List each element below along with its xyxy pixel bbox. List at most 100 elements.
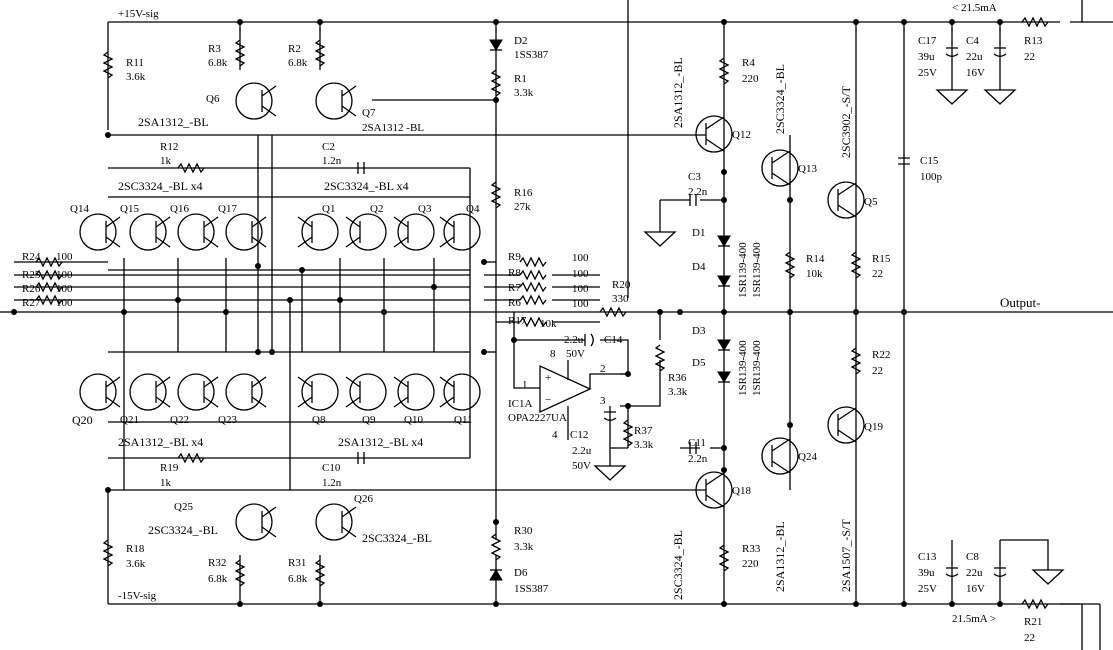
transistor-q3 bbox=[393, 213, 435, 251]
q12-part: 2SA1312_-BL bbox=[671, 57, 685, 128]
transistor-q24 bbox=[761, 437, 799, 475]
r25-value: 100 bbox=[56, 269, 73, 281]
d1-ref: D1 bbox=[692, 227, 705, 239]
r20-value: 330 bbox=[612, 293, 629, 305]
c10-ref: C10 bbox=[322, 462, 341, 474]
r6-ref: R6 bbox=[508, 297, 521, 309]
upper-left-array-part: 2SC3324_-BL x4 bbox=[118, 179, 203, 193]
lower-left-array-part: 2SA1312_-BL x4 bbox=[118, 435, 203, 449]
r24-value: 100 bbox=[56, 251, 73, 263]
c13-ref: C13 bbox=[918, 551, 937, 563]
q2-ref: Q2 bbox=[370, 203, 383, 215]
r8-value: 100 bbox=[572, 268, 589, 280]
svg-text:+: + bbox=[545, 372, 551, 384]
q16-ref: Q16 bbox=[170, 203, 189, 215]
q15-ref: Q15 bbox=[120, 203, 139, 215]
r1-ref: R1 bbox=[514, 73, 527, 85]
rail-negative-label: -15V-sig bbox=[118, 590, 157, 602]
q14-ref: Q14 bbox=[70, 203, 89, 215]
opamp-part: OPA2227UA bbox=[508, 412, 567, 424]
transistor-q5 bbox=[827, 181, 865, 219]
transistor-q18 bbox=[695, 471, 733, 509]
transistor-q17 bbox=[225, 213, 267, 251]
d5-ref: D5 bbox=[692, 357, 706, 369]
r16-value: 27k bbox=[514, 201, 531, 213]
q8-ref: Q8 bbox=[312, 414, 326, 426]
q19-ref: Q19 bbox=[864, 421, 883, 433]
c17-voltage: 25V bbox=[918, 67, 937, 79]
c8-ref: C8 bbox=[966, 551, 979, 563]
r31-value: 6.8k bbox=[288, 573, 308, 585]
current-top-label: < 21.5mA bbox=[952, 2, 997, 14]
d2-ref: D2 bbox=[514, 35, 527, 47]
transistor-q14 bbox=[79, 213, 121, 251]
q24-part: 2SA1312_-BL bbox=[773, 521, 787, 592]
c17-ref: C17 bbox=[918, 35, 937, 47]
q25-ref: Q25 bbox=[174, 501, 193, 513]
r33-ref: R33 bbox=[742, 543, 761, 555]
transistor-q6 bbox=[235, 82, 277, 120]
q11-ref: Q11 bbox=[454, 414, 473, 426]
d4-ref: D4 bbox=[692, 261, 706, 273]
opamp-ref: IC1A bbox=[508, 398, 533, 410]
q5-ref: Q5 bbox=[864, 196, 878, 208]
transistor-q9 bbox=[345, 373, 387, 411]
transistor-q12 bbox=[695, 115, 733, 153]
rotated-labels: 2SA1312_-BL 2SC3324_-BL 2SC3902_-S/T 1SR… bbox=[671, 57, 853, 600]
transistor-q26 bbox=[315, 503, 357, 541]
r31-ref: R31 bbox=[288, 557, 306, 569]
transistor-q15 bbox=[129, 213, 171, 251]
q19-part: 2SA1507_-S/T bbox=[839, 519, 853, 592]
r25-ref: R25 bbox=[22, 269, 41, 281]
r3-ref: R3 bbox=[208, 43, 221, 55]
junction-dots bbox=[11, 19, 1003, 607]
r7-ref: R7 bbox=[508, 282, 521, 294]
q1-ref: Q1 bbox=[322, 203, 335, 215]
transistor-q10 bbox=[393, 373, 435, 411]
opamp-symbol: +− bbox=[539, 360, 600, 414]
r33-value: 220 bbox=[742, 558, 759, 570]
r32-value: 6.8k bbox=[208, 573, 228, 585]
r13-value: 22 bbox=[1024, 51, 1035, 63]
c14-value: 2.2u bbox=[564, 334, 584, 346]
q24-ref: Q24 bbox=[798, 451, 817, 463]
r20-ref: R20 bbox=[612, 279, 631, 291]
c14-voltage: 50V bbox=[566, 348, 585, 360]
d2-part: 1SS387 bbox=[514, 49, 549, 61]
r12-value: 1k bbox=[160, 155, 172, 167]
r19-ref: R19 bbox=[160, 462, 179, 474]
r17-value: 10k bbox=[540, 318, 557, 330]
labels: +15V-sig -15V-sig < 21.5mA 21.5mA > Outp… bbox=[22, 2, 1043, 644]
q17-ref: Q17 bbox=[218, 203, 237, 215]
transistor-symbols bbox=[79, 82, 865, 541]
c12-value: 2.2u bbox=[572, 445, 592, 457]
r11-value: 3.6k bbox=[126, 71, 146, 83]
c2-ref: C2 bbox=[322, 141, 335, 153]
d5-part: 1SR139-400 bbox=[751, 340, 763, 396]
d1-part: 1SR139-400 bbox=[737, 242, 749, 298]
c8-voltage: 16V bbox=[966, 583, 985, 595]
r16-ref: R16 bbox=[514, 187, 533, 199]
q23-ref: Q23 bbox=[218, 414, 237, 426]
c4-voltage: 16V bbox=[966, 67, 985, 79]
d3-ref: D3 bbox=[692, 325, 706, 337]
q12-ref: Q12 bbox=[732, 129, 751, 141]
r26-ref: R26 bbox=[22, 283, 41, 295]
q18-part: 2SC3324_-BL bbox=[671, 530, 685, 600]
r26-value: 100 bbox=[56, 283, 73, 295]
transistor-q4 bbox=[439, 213, 481, 251]
opamp-pin1: 1 bbox=[522, 379, 528, 391]
transistor-q1 bbox=[297, 213, 339, 251]
r21-value: 22 bbox=[1024, 632, 1035, 644]
r18-ref: R18 bbox=[126, 543, 145, 555]
svg-text:−: − bbox=[545, 394, 551, 406]
c15-value: 100p bbox=[920, 171, 943, 183]
c11-value: 2.2n bbox=[688, 453, 708, 465]
q3-ref: Q3 bbox=[418, 203, 432, 215]
r3-value: 6.8k bbox=[208, 57, 228, 69]
r32-ref: R32 bbox=[208, 557, 226, 569]
r36-value: 3.3k bbox=[668, 386, 688, 398]
transistor-q21 bbox=[129, 373, 171, 411]
